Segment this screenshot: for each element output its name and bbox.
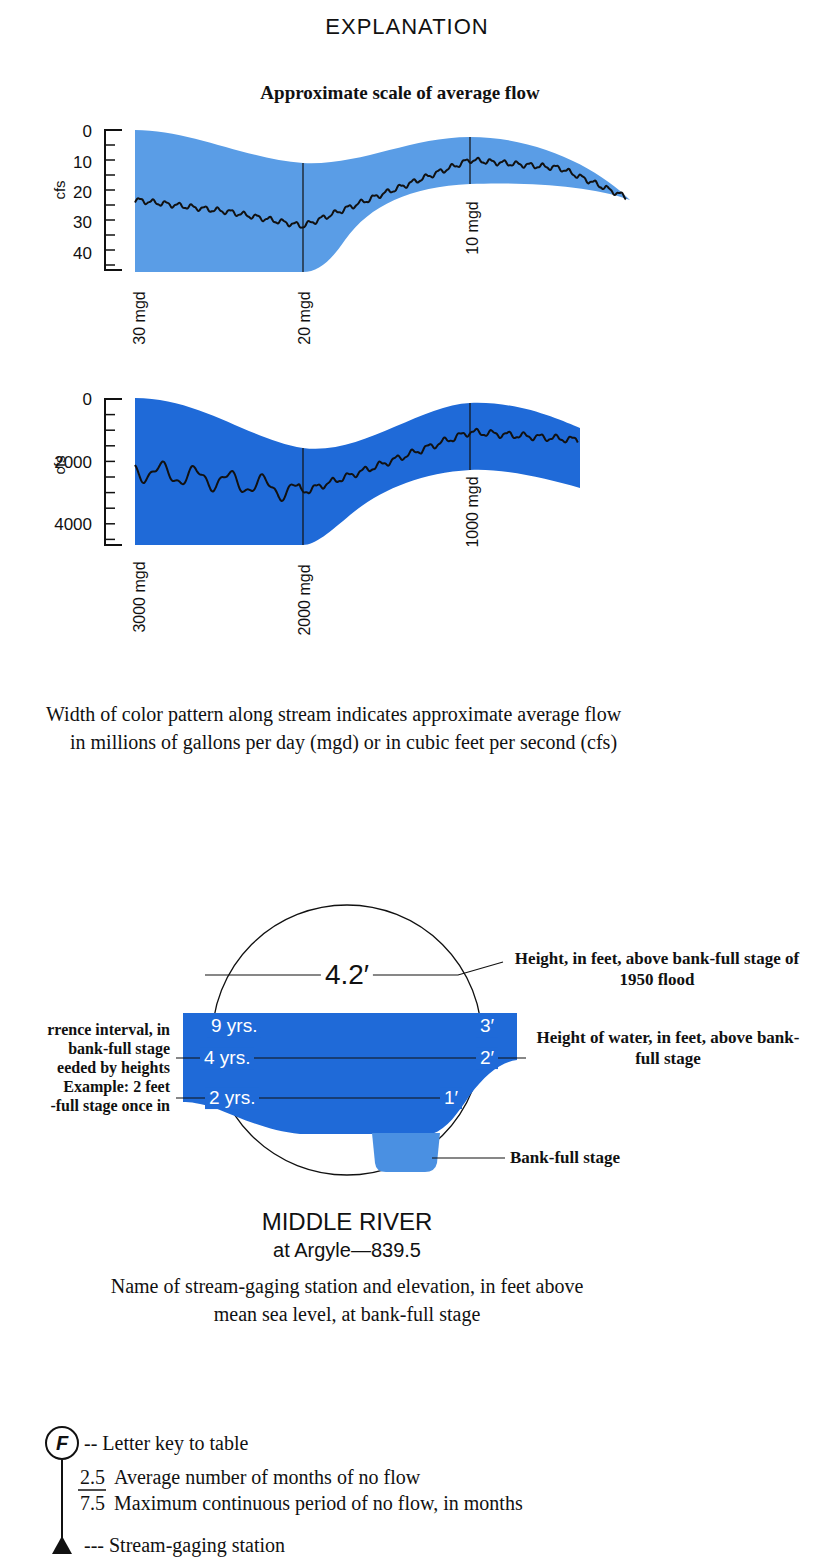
tick-label: 40 <box>73 244 92 264</box>
cfs-scale <box>105 399 122 545</box>
stream-line <box>135 429 578 501</box>
mgd-line <box>469 403 470 470</box>
stage-value: 4.2′ <box>321 959 373 991</box>
mgd-label: 20 mgd <box>296 291 314 344</box>
mgd-label: 30 mgd <box>131 291 149 344</box>
tick-label: 10 <box>73 153 92 173</box>
mgd-line <box>302 448 303 545</box>
mgd-line <box>302 163 303 272</box>
interval-callout: bank-full stage <box>68 1040 170 1058</box>
flood-callout: Height, in feet, above bank-full stage o… <box>507 948 807 990</box>
stage-value: 9 yrs. <box>207 1015 261 1037</box>
stage-value: 2′ <box>476 1047 498 1069</box>
months-number: 7.5 <box>80 1492 105 1515</box>
tick-label: 0 <box>83 122 92 142</box>
stream-line <box>135 158 626 228</box>
months-note: Average number of months of no flow <box>114 1466 420 1489</box>
station-elevation: at Argyle—839.5 <box>273 1239 421 1262</box>
stage-circle: 4.2′9 yrs.3′4 yrs.2′2 yrs.1′ <box>212 905 482 1175</box>
flow-band <box>135 398 580 545</box>
months-note: Maximum continuous period of no flow, in… <box>114 1492 523 1515</box>
letter-key-circle: F <box>45 1426 79 1460</box>
node-outline <box>212 905 482 1175</box>
water-height-callout: Height of water, in feet, above bank-ful… <box>528 1027 808 1069</box>
fraction-bar <box>78 1489 106 1491</box>
scale-heading: Approximate scale of average flow <box>260 82 539 104</box>
axis-unit: cfs <box>51 180 68 199</box>
bankfull-callout: Bank-full stage <box>510 1148 620 1168</box>
station-key-note: --- Stream-gaging station <box>84 1534 285 1557</box>
interval-callout: rrence interval, in <box>47 1021 170 1039</box>
legend-title: EXPLANATION <box>325 14 488 39</box>
mgd-label: 1000 mgd <box>464 476 482 547</box>
interval-callout: eeded by heights <box>57 1059 170 1077</box>
stage-value: 2 yrs. <box>205 1087 259 1109</box>
stage-value: 3′ <box>476 1015 498 1037</box>
interval-callout: -full stage once in <box>50 1097 170 1115</box>
station-name: MIDDLE RIVER <box>262 1208 433 1236</box>
gaging-station-triangle <box>52 1536 72 1554</box>
mgd-label: 3000 mgd <box>131 561 149 632</box>
mgd-label: 10 mgd <box>464 201 482 254</box>
tick-label: 4000 <box>54 515 92 535</box>
station-stem <box>61 1460 63 1538</box>
tick-label: 30 <box>73 213 92 233</box>
letter-key: F <box>56 1432 68 1455</box>
key-note: -- Letter key to table <box>84 1432 248 1455</box>
mgd-line <box>469 137 470 184</box>
flow-band <box>135 130 630 272</box>
stage-value: 4 yrs. <box>200 1047 254 1069</box>
scale-note: Width of color pattern along stream indi… <box>46 700 638 756</box>
stream-lines <box>135 158 626 501</box>
months-number: 2.5 <box>80 1466 105 1489</box>
axis-unit: cfs <box>51 455 68 474</box>
station-note: Name of stream-gaging station and elevat… <box>97 1272 597 1328</box>
stage-value: 1′ <box>440 1087 462 1109</box>
cfs-scale <box>105 130 122 270</box>
interval-callout: Example: 2 feet <box>63 1078 170 1096</box>
tick-label: 0 <box>83 390 92 410</box>
tick-label: 20 <box>73 183 92 203</box>
mgd-label: 2000 mgd <box>296 564 314 635</box>
